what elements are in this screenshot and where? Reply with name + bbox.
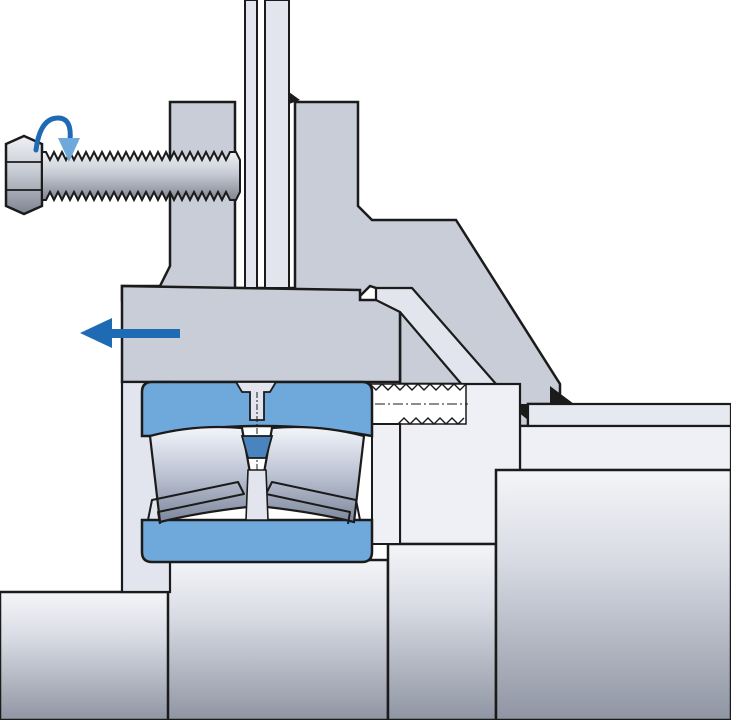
bolt-shank xyxy=(41,149,241,203)
guide-ring xyxy=(240,435,274,459)
end-cover-band xyxy=(518,424,731,472)
rotate-arrow-head xyxy=(58,138,80,162)
shaft-right xyxy=(494,468,731,720)
thread-teeth-top xyxy=(369,383,467,391)
shaft-sleeve xyxy=(386,542,498,720)
sleeve-body xyxy=(371,423,401,545)
lubrication-hole xyxy=(234,381,278,421)
roller-left xyxy=(148,425,258,524)
arrow-left-icon xyxy=(80,318,180,348)
push-arrow-shaft xyxy=(106,329,180,338)
thread-teeth-bottom xyxy=(397,417,465,425)
rotate-arrow-icon xyxy=(33,115,80,162)
push-arrow-head xyxy=(80,318,112,348)
adapter-sleeve-thread xyxy=(369,383,468,545)
shaft-mid xyxy=(166,558,390,720)
seal-wedge-top xyxy=(289,92,300,104)
spherical-roller-bearing xyxy=(120,380,374,594)
roller-right xyxy=(256,425,366,524)
wall-plate-outer xyxy=(244,0,258,289)
hex-bolt xyxy=(4,134,241,216)
bearing-inner-ring xyxy=(140,518,374,564)
cage-left xyxy=(147,481,245,525)
seal-wedge-right xyxy=(550,386,574,404)
housing xyxy=(120,0,574,428)
cage-right xyxy=(265,481,361,525)
shaft xyxy=(0,468,731,720)
end-cover xyxy=(398,382,731,546)
bolt-head xyxy=(4,134,44,216)
inner-ring-center xyxy=(245,469,269,521)
rotate-arrow-arc xyxy=(33,115,73,153)
wall-plate-inner xyxy=(264,0,290,289)
end-cover-top xyxy=(526,402,731,428)
shaft-left xyxy=(0,590,172,720)
